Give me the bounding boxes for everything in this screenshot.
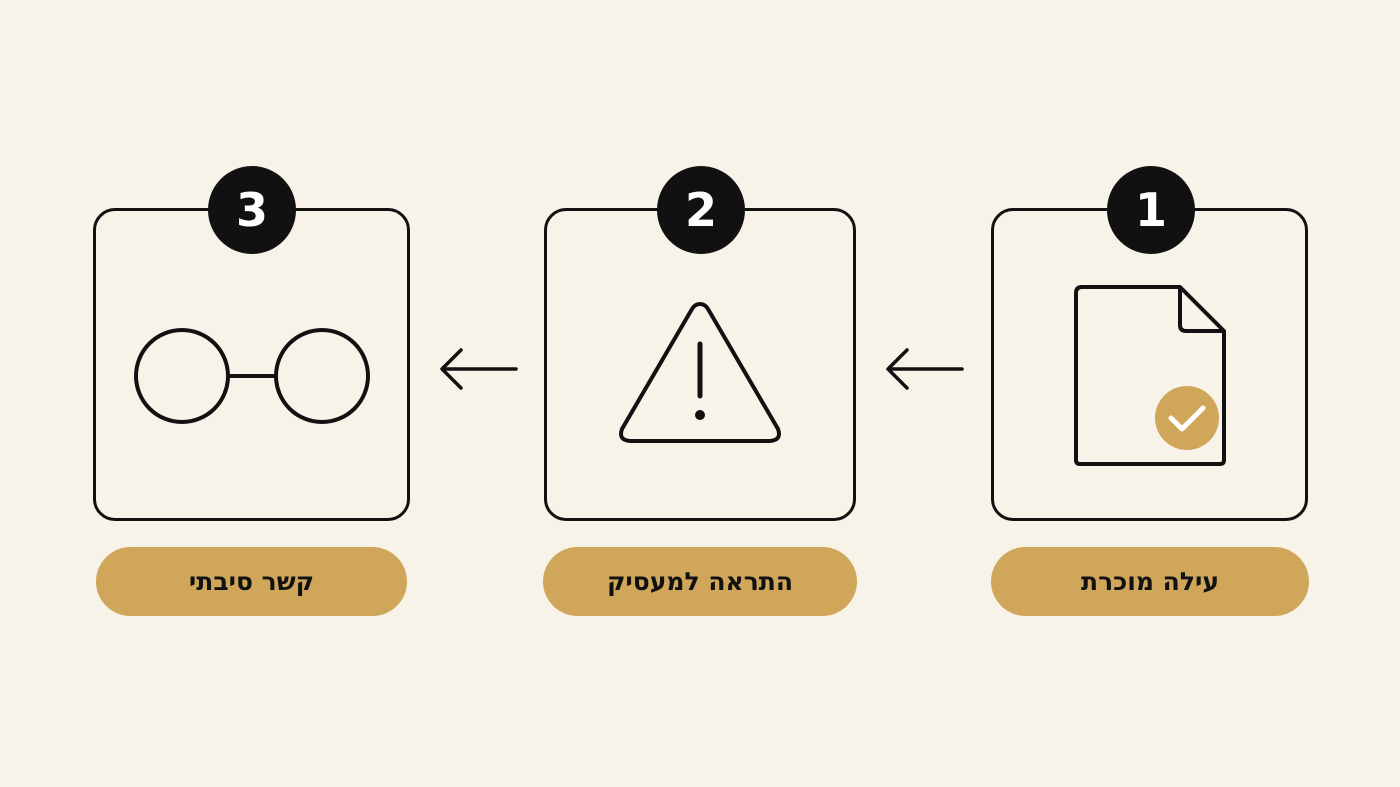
- step-2-label: התראה למעסיק: [543, 547, 857, 616]
- step-1-label: עילה מוכרת: [991, 547, 1309, 616]
- step-3-number-badge: 3: [208, 166, 296, 254]
- arrow-left-icon: [440, 348, 518, 390]
- step-1-number-badge: 1: [1107, 166, 1195, 254]
- warning-triangle-icon: [619, 302, 781, 443]
- step-3-label: קשר סיבתי: [96, 547, 407, 616]
- step-2-number-badge: 2: [657, 166, 745, 254]
- linked-circles-icon: [134, 328, 370, 424]
- document-check-icon: [1074, 285, 1226, 466]
- arrow-left-icon: [886, 348, 964, 390]
